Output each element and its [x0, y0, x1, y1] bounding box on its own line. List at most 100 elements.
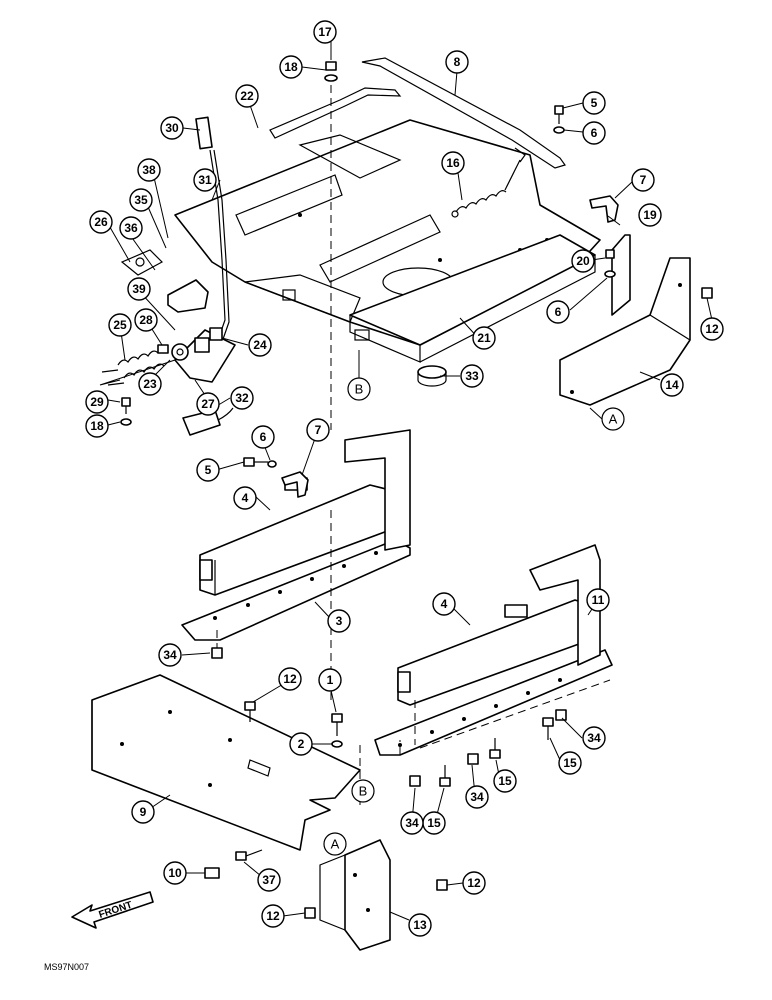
- callout-4-right: 4: [432, 592, 456, 616]
- svg-text:16: 16: [446, 156, 460, 170]
- callout-18-top: 18: [279, 55, 303, 79]
- svg-text:35: 35: [134, 193, 148, 207]
- svg-text:6: 6: [260, 430, 267, 444]
- svg-text:B: B: [359, 784, 368, 799]
- svg-text:31: 31: [198, 173, 212, 187]
- callout-11: 11: [586, 588, 610, 612]
- callout-38: 38: [137, 158, 161, 182]
- callout-36: 36: [119, 216, 143, 240]
- svg-text:22: 22: [240, 89, 254, 103]
- callout-15-right: 15: [558, 751, 582, 775]
- svg-text:34: 34: [405, 816, 419, 830]
- svg-text:7: 7: [640, 173, 647, 187]
- callout-18-left: 18: [85, 414, 109, 438]
- callout-20: 20: [571, 249, 595, 273]
- svg-text:33: 33: [465, 369, 479, 383]
- svg-text:15: 15: [498, 774, 512, 788]
- svg-text:28: 28: [139, 313, 153, 327]
- callout-34-left: 34: [158, 643, 182, 667]
- callout-33: 33: [460, 364, 484, 388]
- callout-21: 21: [472, 326, 496, 350]
- svg-text:12: 12: [266, 909, 280, 923]
- callout-13: 13: [408, 913, 432, 937]
- svg-text:5: 5: [205, 463, 212, 477]
- svg-text:39: 39: [132, 282, 146, 296]
- svg-text:30: 30: [165, 121, 179, 135]
- svg-text:2: 2: [298, 737, 305, 751]
- ref-a-upper: A: [601, 407, 625, 431]
- callout-7-mid: 7: [306, 418, 330, 442]
- support-bar: [361, 57, 566, 169]
- latch-assembly: [101, 327, 236, 386]
- svg-text:21: 21: [477, 331, 491, 345]
- svg-text:12: 12: [467, 876, 481, 890]
- callout-1: 1: [318, 668, 342, 692]
- rod: [269, 87, 402, 139]
- callout-37: 37: [257, 868, 281, 892]
- callout-28: 28: [134, 308, 158, 332]
- svg-text:32: 32: [235, 391, 249, 405]
- callout-34-mid: 34: [465, 785, 489, 809]
- spring: [451, 159, 521, 218]
- svg-text:6: 6: [591, 126, 598, 140]
- callout-6-mid: 6: [251, 425, 275, 449]
- ref-b-upper: B: [347, 377, 371, 401]
- svg-text:34: 34: [470, 790, 484, 804]
- ref-b-lower: B: [351, 779, 375, 803]
- callout-32: 32: [230, 386, 254, 410]
- svg-text:14: 14: [665, 378, 679, 392]
- callout-23: 23: [138, 372, 162, 396]
- svg-text:4: 4: [441, 597, 448, 611]
- small-bracket-mid: [281, 471, 309, 498]
- svg-text:24: 24: [253, 338, 267, 352]
- mount-bracket: [319, 839, 391, 951]
- svg-text:9: 9: [140, 805, 147, 819]
- reference-marks: A B B A: [323, 350, 625, 856]
- callout-6-top: 6: [582, 121, 606, 145]
- callouts: 17 18 8 22 5 30 6 16 38 31 7 35 26 19 36…: [85, 20, 724, 937]
- callout-10: 10: [163, 861, 187, 885]
- callout-35: 35: [129, 188, 153, 212]
- small-bracket-top: [589, 195, 619, 223]
- lever: [195, 116, 230, 343]
- svg-text:38: 38: [142, 163, 156, 177]
- bumper: [417, 365, 447, 387]
- hardware: [120, 61, 713, 919]
- callout-8: 8: [445, 50, 469, 74]
- callout-30: 30: [160, 116, 184, 140]
- ref-a-lower: A: [323, 832, 347, 856]
- svg-text:34: 34: [163, 648, 177, 662]
- callout-26: 26: [89, 210, 113, 234]
- handle-loop: [120, 249, 209, 313]
- svg-text:A: A: [331, 837, 340, 852]
- svg-text:34: 34: [587, 731, 601, 745]
- svg-text:8: 8: [454, 55, 461, 69]
- svg-text:13: 13: [413, 918, 427, 932]
- callout-9: 9: [131, 800, 155, 824]
- callout-12-lower-right: 12: [462, 871, 486, 895]
- callout-6-right: 6: [546, 300, 570, 324]
- svg-text:19: 19: [643, 208, 657, 222]
- svg-text:12: 12: [705, 322, 719, 336]
- svg-text:18: 18: [90, 419, 104, 433]
- base-channel: [91, 674, 361, 851]
- svg-text:B: B: [355, 382, 364, 397]
- callout-17: 17: [313, 20, 337, 44]
- svg-text:26: 26: [94, 215, 108, 229]
- callout-14: 14: [660, 373, 684, 397]
- callout-39: 39: [127, 277, 151, 301]
- callout-7-top: 7: [631, 168, 655, 192]
- svg-text:37: 37: [262, 873, 276, 887]
- callout-22: 22: [235, 84, 259, 108]
- callout-5-mid: 5: [196, 458, 220, 482]
- svg-text:15: 15: [427, 816, 441, 830]
- lower-plate: [349, 234, 596, 363]
- callout-19: 19: [638, 203, 662, 227]
- svg-text:20: 20: [576, 254, 590, 268]
- callout-34-right: 34: [582, 726, 606, 750]
- svg-text:3: 3: [336, 614, 343, 628]
- svg-text:15: 15: [563, 756, 577, 770]
- right-slide-rail: [374, 544, 613, 756]
- svg-text:36: 36: [124, 221, 138, 235]
